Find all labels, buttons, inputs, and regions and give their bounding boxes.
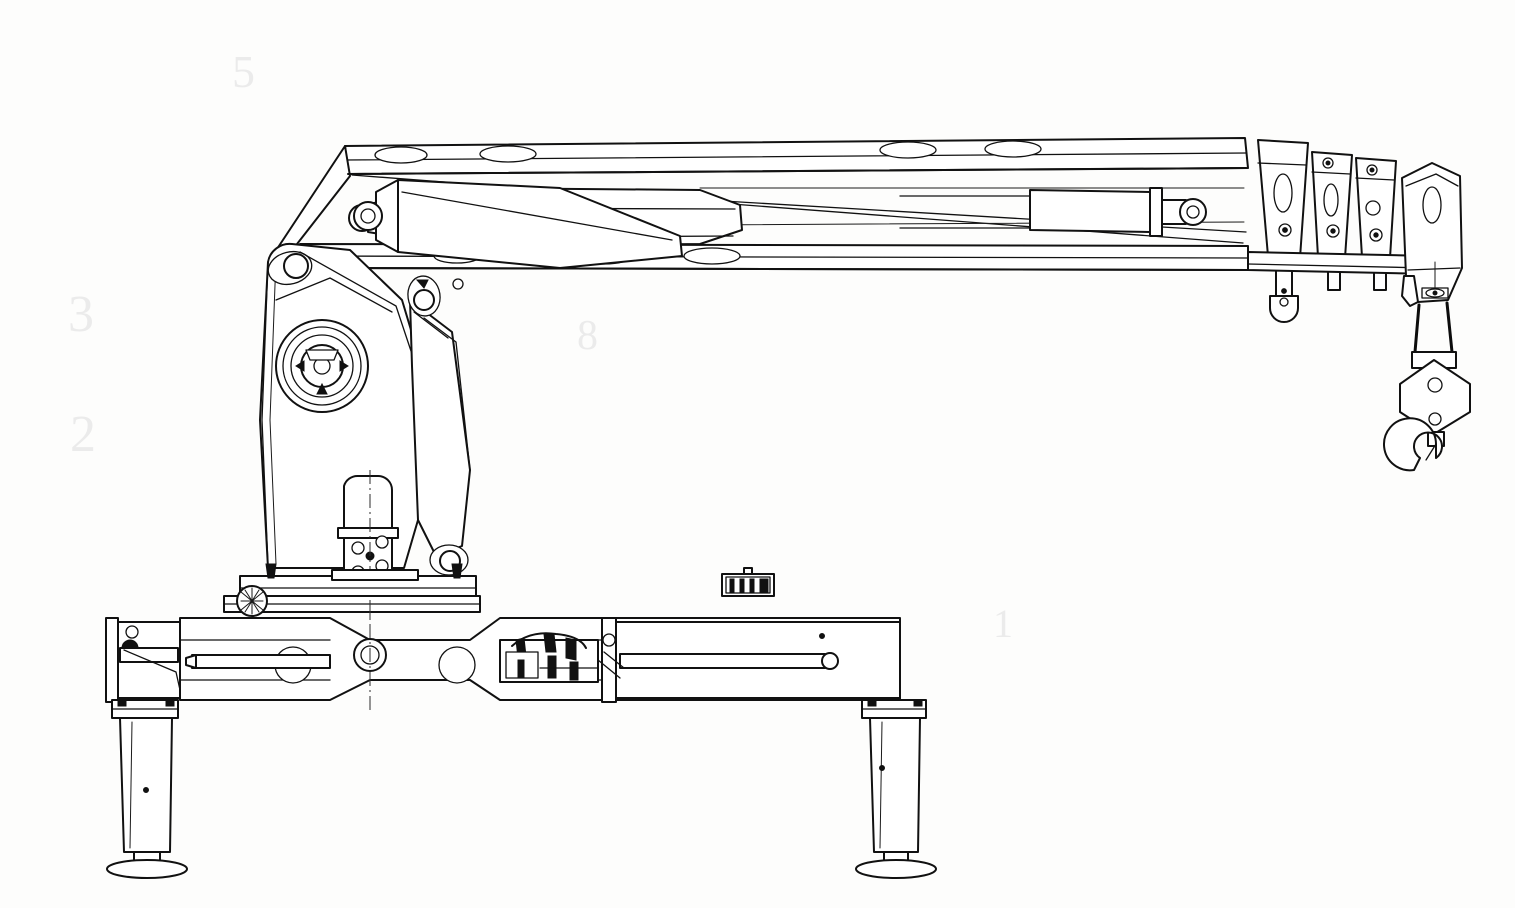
- outrigger-left: [106, 699, 188, 879]
- hydraulic-manifold: [499, 632, 621, 683]
- outrigger-right: [855, 699, 937, 879]
- turntable-mount: [223, 563, 481, 617]
- hook-block: [1383, 301, 1471, 472]
- slew-drive: [275, 319, 369, 413]
- outrigger-beams: [105, 617, 901, 703]
- lift-cylinder: [353, 179, 683, 269]
- jib-head: [1401, 162, 1463, 307]
- valve-block: [721, 567, 775, 597]
- boom-extension-sections: [1247, 139, 1431, 323]
